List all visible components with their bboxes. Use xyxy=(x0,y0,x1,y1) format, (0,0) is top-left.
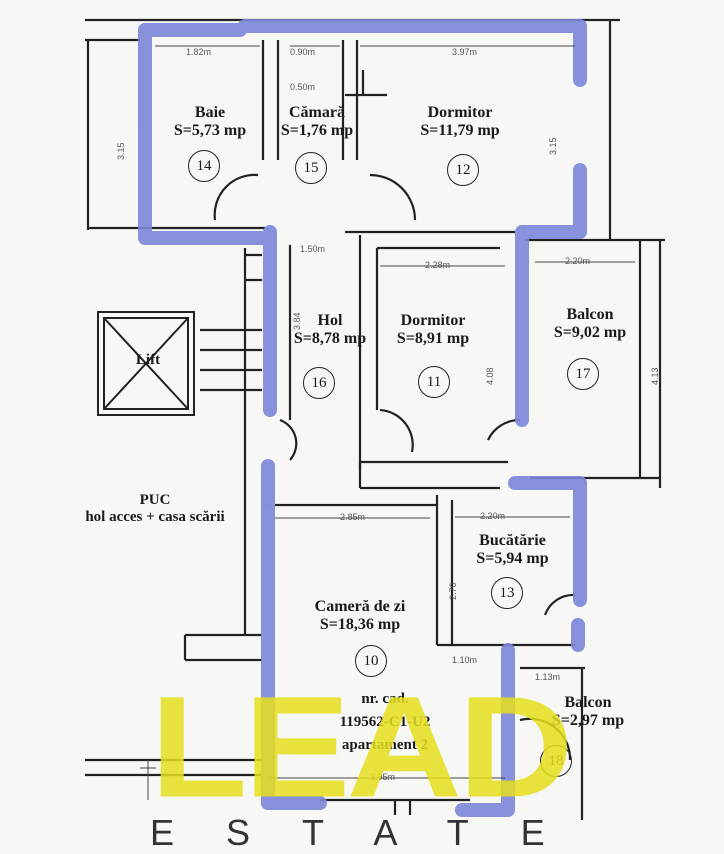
dimension-label: 0.50m xyxy=(290,82,316,92)
room-baie-label: Baie S=5,73 mp xyxy=(155,104,265,140)
room-number-circle: 17 xyxy=(567,358,599,390)
room-name: Cămară xyxy=(289,104,345,121)
room-area: S=5,94 mp xyxy=(476,550,549,567)
room-name: Cameră de zi xyxy=(314,598,406,615)
room-balcon18-label: Balcon S=2,97 mp xyxy=(528,694,648,730)
room-camera-label: Cameră de zi S=18,36 mp xyxy=(290,598,430,634)
room-area: S=18,36 mp xyxy=(319,616,401,633)
dimension-label: 3.15 xyxy=(116,142,126,160)
room-balcon17-label: Balcon S=9,02 mp xyxy=(535,306,645,342)
dimension-label: 3.84 xyxy=(292,312,302,330)
room-dormitor12-label: Dormitor S=11,79 mp xyxy=(400,104,520,140)
watermark-subtitle: ESTATE xyxy=(150,812,597,853)
room-name: Dormitor xyxy=(427,104,493,121)
room-number-circle: 10 xyxy=(355,645,387,677)
room-name: Dormitor xyxy=(400,312,466,329)
dimension-label: 1.13m xyxy=(535,672,561,682)
dimension-label: 1.82m xyxy=(186,47,212,57)
room-dormitor11-label: Dormitor S=8,91 mp xyxy=(378,312,488,348)
load-bearing-walls xyxy=(138,19,587,817)
room-number-circle: 18 xyxy=(540,745,572,777)
cadastral-line-3: apartament 2 xyxy=(341,737,429,753)
dimension-ticks xyxy=(140,45,635,800)
dimension-label: 3.15 xyxy=(548,137,558,155)
puc-label: PUC hol acces + casa scării xyxy=(40,492,270,526)
room-name: Hol xyxy=(317,312,343,329)
watermark-logo: LEAD xyxy=(150,666,574,828)
room-number-circle: 13 xyxy=(491,577,523,609)
dimension-label: 2.20m xyxy=(480,511,506,521)
thin-walls xyxy=(85,18,665,820)
puc-line-1: PUC xyxy=(139,492,171,508)
room-number-circle: 15 xyxy=(295,152,327,184)
room-name: Balcon xyxy=(566,306,614,323)
room-area: S=5,73 mp xyxy=(173,122,247,139)
dimension-label: 1.50m xyxy=(300,244,326,254)
room-hol-label: Hol S=8,78 mp xyxy=(280,312,380,348)
room-area: S=9,02 mp xyxy=(553,324,627,341)
puc-line-2: hol acces + casa scării xyxy=(85,509,225,525)
dimension-label: 4.13 xyxy=(650,367,660,385)
lift-box xyxy=(97,311,195,416)
room-number-circle: 16 xyxy=(303,367,335,399)
cadastral-label: nr. cad. 119562-C1-U2 apartament 2 xyxy=(300,688,470,757)
room-area: S=8,91 mp xyxy=(396,330,470,347)
room-area: S=11,79 mp xyxy=(420,122,500,139)
dimension-label: 1.10m xyxy=(452,655,478,665)
dimension-label: 3.97m xyxy=(452,47,478,57)
lift-label: Lift xyxy=(135,352,161,368)
room-number-circle: 14 xyxy=(188,150,220,182)
room-bucatarie-label: Bucătărie S=5,94 mp xyxy=(455,532,570,568)
room-name: Baie xyxy=(194,104,226,121)
cadastral-line-1: nr. cad. xyxy=(361,691,409,707)
room-number-circle: 11 xyxy=(418,366,450,398)
room-number-circle: 12 xyxy=(447,154,479,186)
dimension-label: 3.95m xyxy=(370,772,396,782)
room-name: Bucătărie xyxy=(479,532,546,549)
dimension-label: 2.85m xyxy=(340,512,366,522)
dimension-label: 4.08 xyxy=(485,367,495,385)
dimension-label: 0.90m xyxy=(290,47,316,57)
room-name: Balcon xyxy=(564,694,612,711)
room-camara-label: Cămară S=1,76 mp xyxy=(262,104,372,140)
room-area: S=2,97 mp xyxy=(551,712,625,729)
dimension-label: 2.28m xyxy=(425,260,451,270)
room-area: S=8,78 mp xyxy=(293,330,367,347)
dimension-label: 2.70 xyxy=(448,582,458,600)
cadastral-line-2: 119562-C1-U2 xyxy=(339,714,431,730)
dimension-label: 2.20m xyxy=(565,256,591,266)
room-area: S=1,76 mp xyxy=(280,122,354,139)
